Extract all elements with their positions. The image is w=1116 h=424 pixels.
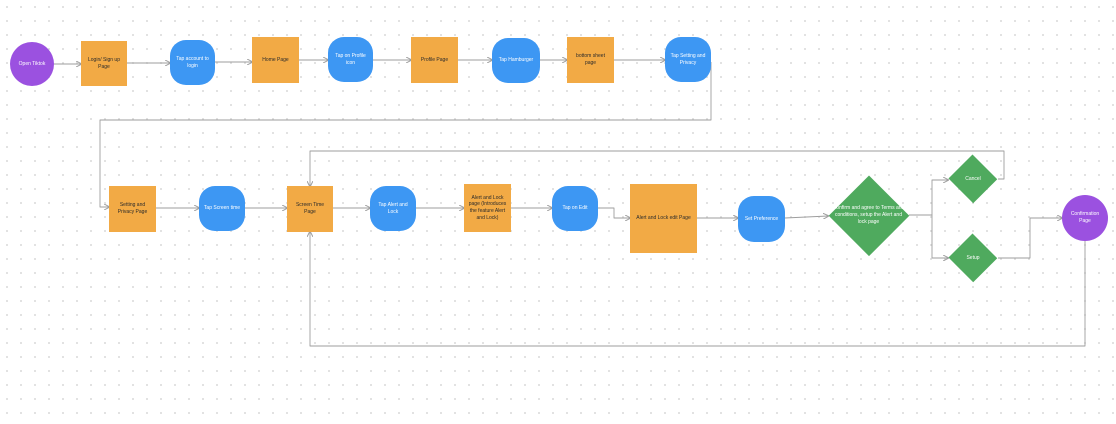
node-label: Home Page (262, 56, 289, 63)
decision-confirm-terms[interactable]: Confirm and agree to Terms and condition… (828, 175, 909, 256)
node-tap-edit[interactable]: Tap on Edit (552, 186, 598, 231)
node-tap-profile-icon[interactable]: Tap on Profile icon (328, 37, 373, 82)
connector-setup-to-confirmation (998, 218, 1062, 259)
node-label: Open Tiktok (18, 60, 46, 67)
node-label: Screen Time Page (295, 202, 325, 215)
node-label: Tap account to login (176, 55, 209, 69)
connector-tap-edit-to-alert-lock-edit (598, 207, 630, 218)
node-tap-account[interactable]: Tap account to login (170, 40, 215, 85)
node-settings-page[interactable]: Setting and Privacy Page (109, 186, 156, 232)
node-profile-page[interactable]: Profile Page (411, 37, 458, 83)
node-label: Tap Screen time (203, 205, 241, 212)
decision-cancel[interactable]: Cancel (948, 155, 998, 203)
node-alert-lock-page[interactable]: Alert and Lock page (Introduces the feat… (464, 184, 511, 232)
node-label: Tap Setting and Privacy (670, 52, 706, 66)
node-home-page[interactable]: Home Page (252, 37, 299, 83)
node-tap-alert-lock[interactable]: Tap Alert and Lock (370, 186, 416, 231)
node-label: Tap Alert and Lock (378, 201, 408, 215)
connector-confirm-to-setup (909, 214, 948, 258)
node-label: Profile Page (420, 56, 449, 63)
node-tap-hamburger[interactable]: Tap Hamburger (492, 38, 540, 83)
connector-confirmation-to-screen-time (310, 232, 1086, 347)
node-confirmation-page[interactable]: Confirmation Page (1062, 195, 1108, 241)
node-label: Confirm and agree to Terms and condition… (832, 205, 905, 225)
node-label: Login/ Sign up Page (88, 56, 120, 70)
node-label: Setup (966, 254, 980, 261)
node-open-tiktok[interactable]: Open Tiktok (10, 42, 54, 86)
node-label: Tap on Edit (562, 205, 588, 212)
connector-tap-settings-to-settings-page (99, 62, 712, 207)
decision-setup[interactable]: Setup (948, 234, 998, 282)
node-label: Setting and Privacy Page (117, 202, 148, 215)
node-label: Tap on Profile icon (335, 52, 366, 66)
node-alert-lock-edit-page[interactable]: Alert and Lock edit Page (630, 184, 697, 253)
node-label: Alert and Lock page (Introduces the feat… (468, 194, 507, 221)
node-bottom-sheet-page[interactable]: bottom sheet page (567, 37, 614, 83)
node-label: Confirmation Page (1070, 211, 1100, 224)
node-tap-screen-time[interactable]: Tap Screen time (199, 186, 245, 231)
connector-set-preference-to-confirm (784, 216, 828, 218)
node-label: Cancel (965, 175, 981, 182)
node-screen-time-page[interactable]: Screen Time Page (287, 186, 333, 232)
node-login-signup-page[interactable]: Login/ Sign up Page (81, 41, 127, 86)
node-set-preference[interactable]: Set Preference (738, 196, 785, 242)
node-label: Set Preference (744, 215, 779, 222)
connector-confirm-to-cancel (909, 180, 948, 216)
node-label: Alert and Lock edit Page (636, 215, 691, 222)
node-tap-settings[interactable]: Tap Setting and Privacy (665, 37, 711, 82)
connector-cancel-to-screen-time (310, 150, 1005, 186)
node-label: Tap Hamburger (498, 57, 534, 64)
node-label: bottom sheet page (576, 53, 605, 66)
